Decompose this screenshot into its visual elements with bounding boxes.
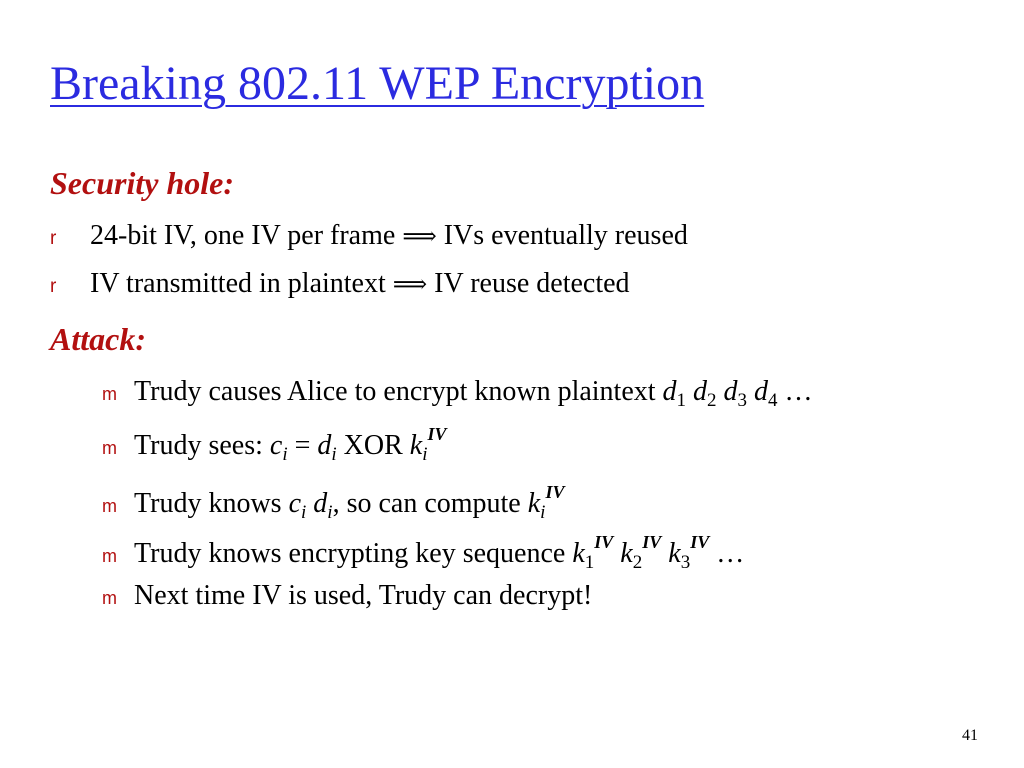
- sub-bullet-marker-icon: m: [102, 546, 117, 566]
- bullet-text: IV transmitted in plaintext ⟹ IV reuse d…: [90, 268, 630, 299]
- implies-arrow: ⟹: [392, 270, 428, 298]
- sub-bullet-text: Trudy sees: ci = di XOR kiIV: [134, 424, 447, 465]
- sub-bullet-text: Trudy knows encrypting key sequence k1IV…: [134, 532, 745, 573]
- bullet-marker-icon: r: [50, 228, 57, 249]
- attack-heading: Attack:: [50, 321, 146, 357]
- sub-bullet-text: Next time IV is used, Trudy can decrypt!: [134, 580, 593, 611]
- slide-title: Breaking 802.11 WEP Encryption: [50, 57, 705, 110]
- security-hole-heading: Security hole:: [50, 165, 234, 201]
- sub-bullet-marker-icon: m: [102, 588, 117, 608]
- sub-bullet-item: m Trudy causes Alice to encrypt known pl…: [102, 376, 813, 412]
- page-number: 41: [962, 727, 978, 744]
- sub-bullet-item: m Next time IV is used, Trudy can decryp…: [102, 580, 592, 612]
- sub-bullet-marker-icon: m: [102, 438, 117, 458]
- sub-bullet-item: m Trudy knows encrypting key sequence k1…: [102, 532, 744, 574]
- bullet-item: r 24-bit IV, one IV per frame ⟹ IVs even…: [50, 220, 688, 252]
- sub-bullet-item: m Trudy knows ci di, so can compute kiIV: [102, 482, 564, 524]
- sub-bullet-item: m Trudy sees: ci = di XOR kiIV: [102, 424, 447, 466]
- sub-bullet-marker-icon: m: [102, 384, 117, 404]
- bullet-item: r IV transmitted in plaintext ⟹ IV reuse…: [50, 268, 630, 300]
- sub-bullet-text: Trudy knows ci di, so can compute kiIV: [134, 482, 565, 523]
- bullet-marker-icon: r: [50, 276, 57, 297]
- implies-arrow: ⟹: [402, 222, 437, 250]
- sub-bullet-marker-icon: m: [102, 496, 117, 516]
- bullet-text: 24-bit IV, one IV per frame ⟹ IVs eventu…: [90, 220, 688, 251]
- sub-bullet-text: Trudy causes Alice to encrypt known plai…: [134, 376, 813, 411]
